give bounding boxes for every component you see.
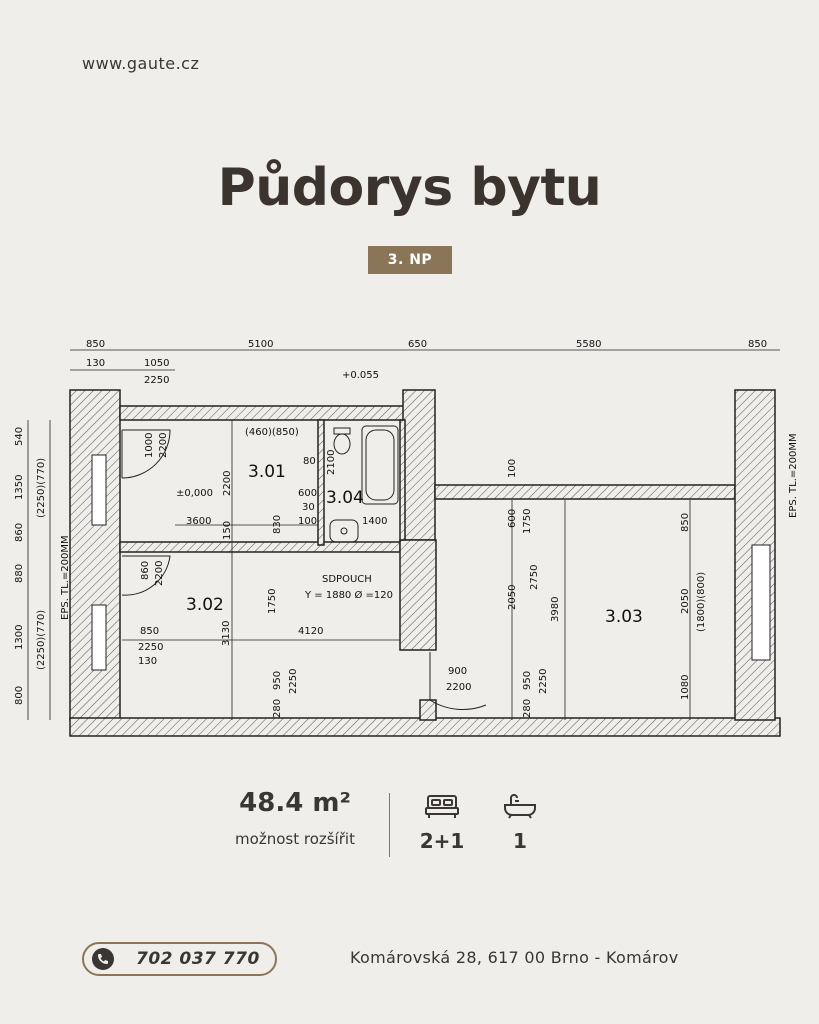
dim-inner: 4120 (298, 626, 323, 637)
bathroom-fixtures (329, 425, 399, 543)
dim-inner: 850 (140, 626, 159, 637)
plan-notes: +0.055 ±0,000 SDPOUCH Y = 1880 Ø =120 EP… (60, 370, 799, 620)
dim-left: 800 (14, 686, 25, 705)
dim-inner: 850 (680, 513, 691, 532)
dimension-lines (27, 349, 780, 720)
dim-top: 5100 (248, 339, 273, 350)
rooms-feature: 2+1 (412, 793, 472, 853)
dim-left: (2250)(770) (36, 610, 47, 670)
floor-badge: 3. NP (368, 246, 452, 274)
dim-inner: 2200 (446, 682, 471, 693)
dim-left: 540 (14, 427, 25, 446)
dim-top: 850 (748, 339, 767, 350)
room-301: 3.01 (248, 462, 286, 482)
dim-inner: 30 (302, 502, 315, 513)
dim-inner: 100 (298, 516, 317, 527)
dim-inner: 2100 (326, 450, 337, 475)
dim-left: 880 (14, 564, 25, 583)
dim-inner: 3600 (186, 516, 211, 527)
dim-top: 2250 (144, 375, 169, 386)
area-note: možnost rozšířit (235, 830, 355, 848)
dim-inner: 2250 (138, 642, 163, 653)
dim-left: 1350 (14, 475, 25, 500)
room-304: 3.04 (326, 488, 364, 508)
rooms-count: 2+1 (419, 829, 465, 853)
room-302: 3.02 (186, 595, 224, 615)
bathtub-icon (504, 794, 536, 819)
dim-inner: 130 (138, 656, 157, 667)
door-swings (121, 429, 487, 710)
dim-inner: (1800)(800) (696, 572, 707, 632)
phone-icon (92, 948, 114, 970)
top-dimensions: 850 130 1050 2250 5100 650 5580 850 (86, 339, 767, 386)
dim-inner: 2200 (158, 433, 169, 458)
dim-top: 5580 (576, 339, 601, 350)
dim-inner: 830 (272, 515, 283, 534)
phone-number[interactable]: 702 037 770 (136, 949, 260, 969)
dim-inner: 1080 (680, 675, 691, 700)
dim-inner: 950 (522, 671, 533, 690)
floor-plan: 3.01 3.04 3.02 3.03 +0.055 ±0,000 SDPOUC… (14, 339, 799, 737)
area-summary: 48.4 m² možnost rozšířit (215, 788, 375, 848)
inner-dimensions: 1000 2200 (460)(850) 80 2100 600 30 100 … (138, 427, 707, 718)
level-label: +0.055 (342, 370, 379, 381)
dim-left: 1300 (14, 625, 25, 650)
dim-inner: 100 (507, 459, 518, 478)
bath-feature: 1 (490, 793, 550, 853)
dim-top: 130 (86, 358, 105, 369)
page-title: Půdorys bytu (217, 158, 602, 218)
left-dimensions: 540 1350 (2250)(770) 860 880 1300 (2250)… (14, 427, 47, 705)
dim-inner: 2050 (680, 589, 691, 614)
dim-inner: 150 (222, 521, 233, 540)
room-labels: 3.01 3.04 3.02 3.03 (186, 462, 643, 627)
dim-inner: 1750 (267, 589, 278, 614)
address: Komárovská 28, 617 00 Brno - Komárov (350, 948, 679, 967)
area-value: 48.4 m² (239, 788, 351, 818)
dim-inner: 600 (507, 509, 518, 528)
dim-left: (2250)(770) (36, 458, 47, 518)
sdpouch-detail: Y = 1880 Ø =120 (304, 589, 393, 601)
dim-inner: 950 (272, 671, 283, 690)
dim-inner: 2050 (507, 585, 518, 610)
bath-count: 1 (513, 829, 527, 853)
dim-inner: 2250 (288, 669, 299, 694)
room-303: 3.03 (605, 607, 643, 627)
dim-inner: 1000 (144, 433, 155, 458)
sdpouch-label: SDPOUCH (322, 574, 372, 585)
dim-inner: 80 (303, 456, 316, 467)
bed-icon (425, 795, 459, 818)
eps-right-label: EPS. TL.=200MM (788, 433, 799, 518)
dim-inner: 2200 (154, 561, 165, 586)
dim-left: 860 (14, 523, 25, 542)
dim-top: 850 (86, 339, 105, 350)
dim-inner: 2250 (538, 669, 549, 694)
dim-inner: 280 (272, 699, 283, 718)
walls (69, 389, 781, 737)
dim-inner: 900 (448, 666, 467, 677)
dim-inner: 2200 (222, 471, 233, 496)
dim-inner: 860 (140, 561, 151, 580)
dim-top: 650 (408, 339, 427, 350)
summary-divider (389, 793, 390, 857)
dim-top: 1050 (144, 358, 169, 369)
dim-inner: 2750 (529, 565, 540, 590)
zero-label: ±0,000 (176, 488, 213, 499)
website-url[interactable]: www.gaute.cz (82, 54, 200, 73)
dim-inner: 3130 (221, 621, 232, 646)
dim-inner: 600 (298, 488, 317, 499)
dim-inner: 1400 (362, 516, 387, 527)
eps-left-label: EPS. TL.=200MM (60, 535, 71, 620)
dim-inner: (460)(850) (245, 427, 299, 438)
dim-inner: 3980 (550, 597, 561, 622)
dim-inner: 280 (522, 699, 533, 718)
phone-button[interactable]: 702 037 770 (82, 942, 277, 976)
windows (91, 454, 771, 671)
dim-inner: 1750 (522, 509, 533, 534)
